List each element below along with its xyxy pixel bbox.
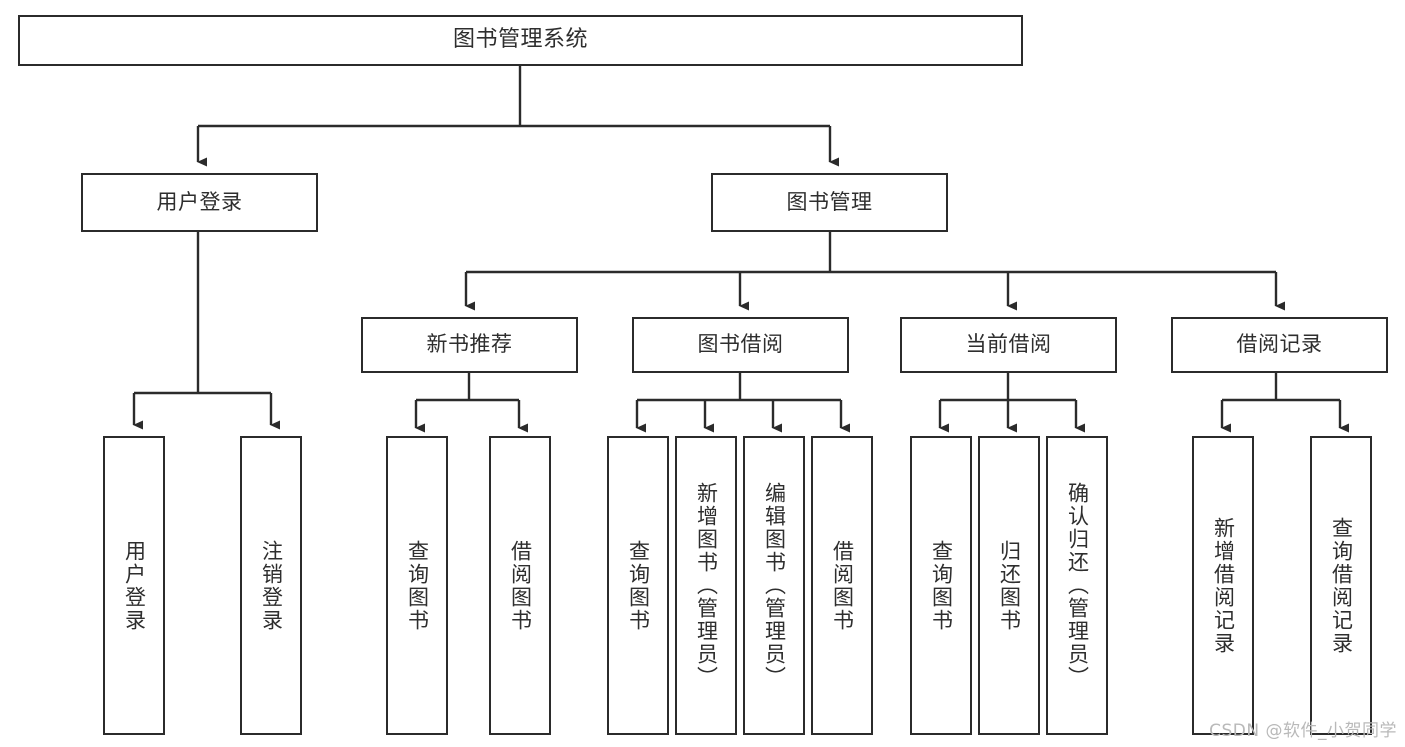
node-user-login: 用户登录: [81, 173, 318, 232]
node-leaf-user-login-logout: 注销登录: [240, 436, 302, 735]
leaf-label: 查询借阅记录: [1329, 516, 1354, 655]
node-leaf-records-query: 查询借阅记录: [1310, 436, 1372, 735]
node-leaf-current-confirm-return: 确认归还（管理员）: [1046, 436, 1108, 735]
leaf-label: 编辑图书（管理员）: [762, 482, 787, 689]
node-leaf-borrow-borrow-book: 借阅图书: [811, 436, 873, 735]
node-leaf-borrow-add-book: 新增图书（管理员）: [675, 436, 737, 735]
node-current-borrow: 当前借阅: [900, 317, 1117, 373]
leaf-label: 查询图书: [405, 539, 430, 632]
leaf-label: 查询图书: [626, 539, 651, 632]
node-borrow-records-label: 借阅记录: [1236, 332, 1323, 357]
node-leaf-new-book-query: 查询图书: [386, 436, 448, 735]
node-book-management-label: 图书管理: [786, 189, 873, 214]
node-new-book-recommend-label: 新书推荐: [426, 332, 513, 357]
node-book-management: 图书管理: [711, 173, 948, 232]
leaf-label: 归还图书: [997, 539, 1022, 632]
csdn-watermark: CSDN @软件_小贺同学: [1209, 721, 1397, 741]
node-leaf-borrow-query: 查询图书: [607, 436, 669, 735]
node-leaf-borrow-edit-book: 编辑图书（管理员）: [743, 436, 805, 735]
node-book-borrow-label: 图书借阅: [697, 332, 784, 357]
node-current-borrow-label: 当前借阅: [965, 332, 1052, 357]
leaf-label: 新增借阅记录: [1211, 516, 1236, 655]
leaf-label: 新增图书（管理员）: [694, 482, 719, 689]
leaf-label: 确认归还（管理员）: [1065, 482, 1090, 689]
leaf-label: 借阅图书: [830, 539, 855, 632]
leaf-label: 用户登录: [122, 539, 147, 632]
node-leaf-current-query: 查询图书: [910, 436, 972, 735]
node-leaf-current-return: 归还图书: [978, 436, 1040, 735]
leaf-label: 借阅图书: [508, 539, 533, 632]
node-leaf-user-login-login: 用户登录: [103, 436, 165, 735]
leaf-label: 查询图书: [929, 539, 954, 632]
node-book-borrow: 图书借阅: [632, 317, 849, 373]
node-leaf-records-add: 新增借阅记录: [1192, 436, 1254, 735]
node-borrow-records: 借阅记录: [1171, 317, 1388, 373]
node-root-label: 图书管理系统: [452, 27, 588, 53]
node-root-system: 图书管理系统: [18, 15, 1023, 66]
node-new-book-recommend: 新书推荐: [361, 317, 578, 373]
node-leaf-new-book-borrow: 借阅图书: [489, 436, 551, 735]
leaf-label: 注销登录: [259, 539, 284, 632]
node-user-login-label: 用户登录: [156, 189, 243, 214]
